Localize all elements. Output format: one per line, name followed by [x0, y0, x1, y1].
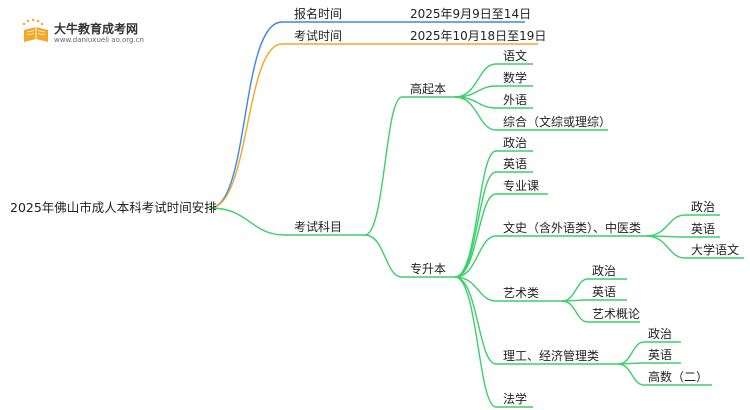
gaoqiben-item: 外语 [503, 93, 528, 107]
connector-root-kaoshi [209, 43, 538, 209]
baoming-value: 2025年9月9日至14日 [410, 7, 532, 21]
connector-zsb-zhengzhi [454, 150, 533, 278]
connector-kemu-zhuanshengben [364, 234, 455, 278]
zsb-item: 英语 [503, 157, 528, 171]
ligong-item: 高数（二） [648, 370, 709, 384]
connector-zsb-zhuanyeke [454, 193, 548, 278]
connector-zsb-wenshi [454, 235, 646, 278]
connector-gaoqiben-zonghe [454, 96, 608, 131]
wenshi-label: 文史（含外语类）、中医类 [503, 221, 642, 235]
ligong-item: 英语 [648, 348, 673, 362]
wenshi-item: 大学语文 [691, 243, 740, 257]
kaoshi-label: 考试时间 [294, 29, 343, 43]
connector-kemu-gaoqiben [364, 96, 455, 236]
kemu-label: 考试科目 [294, 220, 343, 234]
connector-wenshi-daxueyuwen [645, 235, 744, 259]
logo-title: 大牛教育成考网 [54, 22, 139, 36]
connector-ligong-zhengzhi [617, 341, 681, 365]
gaoqiben-item: 综合（文综或理综） [503, 115, 612, 129]
gaoqiben-item: 数学 [503, 71, 528, 85]
connector-root-kemu [209, 207, 365, 236]
zhuanshengben-label: 专升本 [410, 262, 447, 276]
yishu-item: 政治 [592, 264, 617, 278]
connector-wenshi-yingyu [645, 235, 720, 238]
wenshi-item: 政治 [691, 200, 716, 214]
connector-zsb-yingyu [454, 171, 533, 278]
ligong-label: 理工、经济管理类 [503, 349, 600, 363]
connector-yishu-yishugailun [561, 300, 640, 323]
gaoqiben-label: 高起本 [410, 82, 447, 96]
connector-gaoqiben-yuwen [454, 63, 533, 98]
ligong-item: 政治 [648, 327, 673, 341]
faxue-label: 法学 [503, 392, 528, 406]
yishu-label: 艺术类 [503, 286, 540, 300]
connector-wenshi-zhengzhi [645, 214, 720, 237]
baoming-label: 报名时间 [294, 7, 343, 21]
logo-url: www.daniuxueli ao.org.cn [54, 36, 144, 44]
connector-zsb-yishu [454, 276, 562, 302]
connector-zsb-ligong [454, 276, 618, 365]
connector-yishu-zhengzhi [561, 278, 627, 302]
connector-ligong-gaoshu [617, 363, 712, 386]
connector-ligong-yingyu [617, 362, 681, 365]
zsb-item: 政治 [503, 136, 528, 150]
connector-yishu-yingyu [561, 299, 627, 302]
zsb-item: 专业课 [503, 179, 540, 193]
connector-gaoqiben-shuxue [454, 85, 533, 98]
connector-root-baoming [209, 21, 525, 209]
yishu-item: 艺术概论 [592, 307, 641, 321]
connector-zsb-faxue [454, 276, 533, 408]
yishu-item: 英语 [592, 285, 617, 299]
root-title: 2025年佛山市成人本科考试时间安排 [10, 200, 217, 215]
wenshi-item: 英语 [691, 222, 716, 236]
gaoqiben-item: 语文 [503, 49, 528, 63]
book-icon [22, 18, 48, 42]
kaoshi-value: 2025年10月18日至19日 [410, 29, 547, 43]
